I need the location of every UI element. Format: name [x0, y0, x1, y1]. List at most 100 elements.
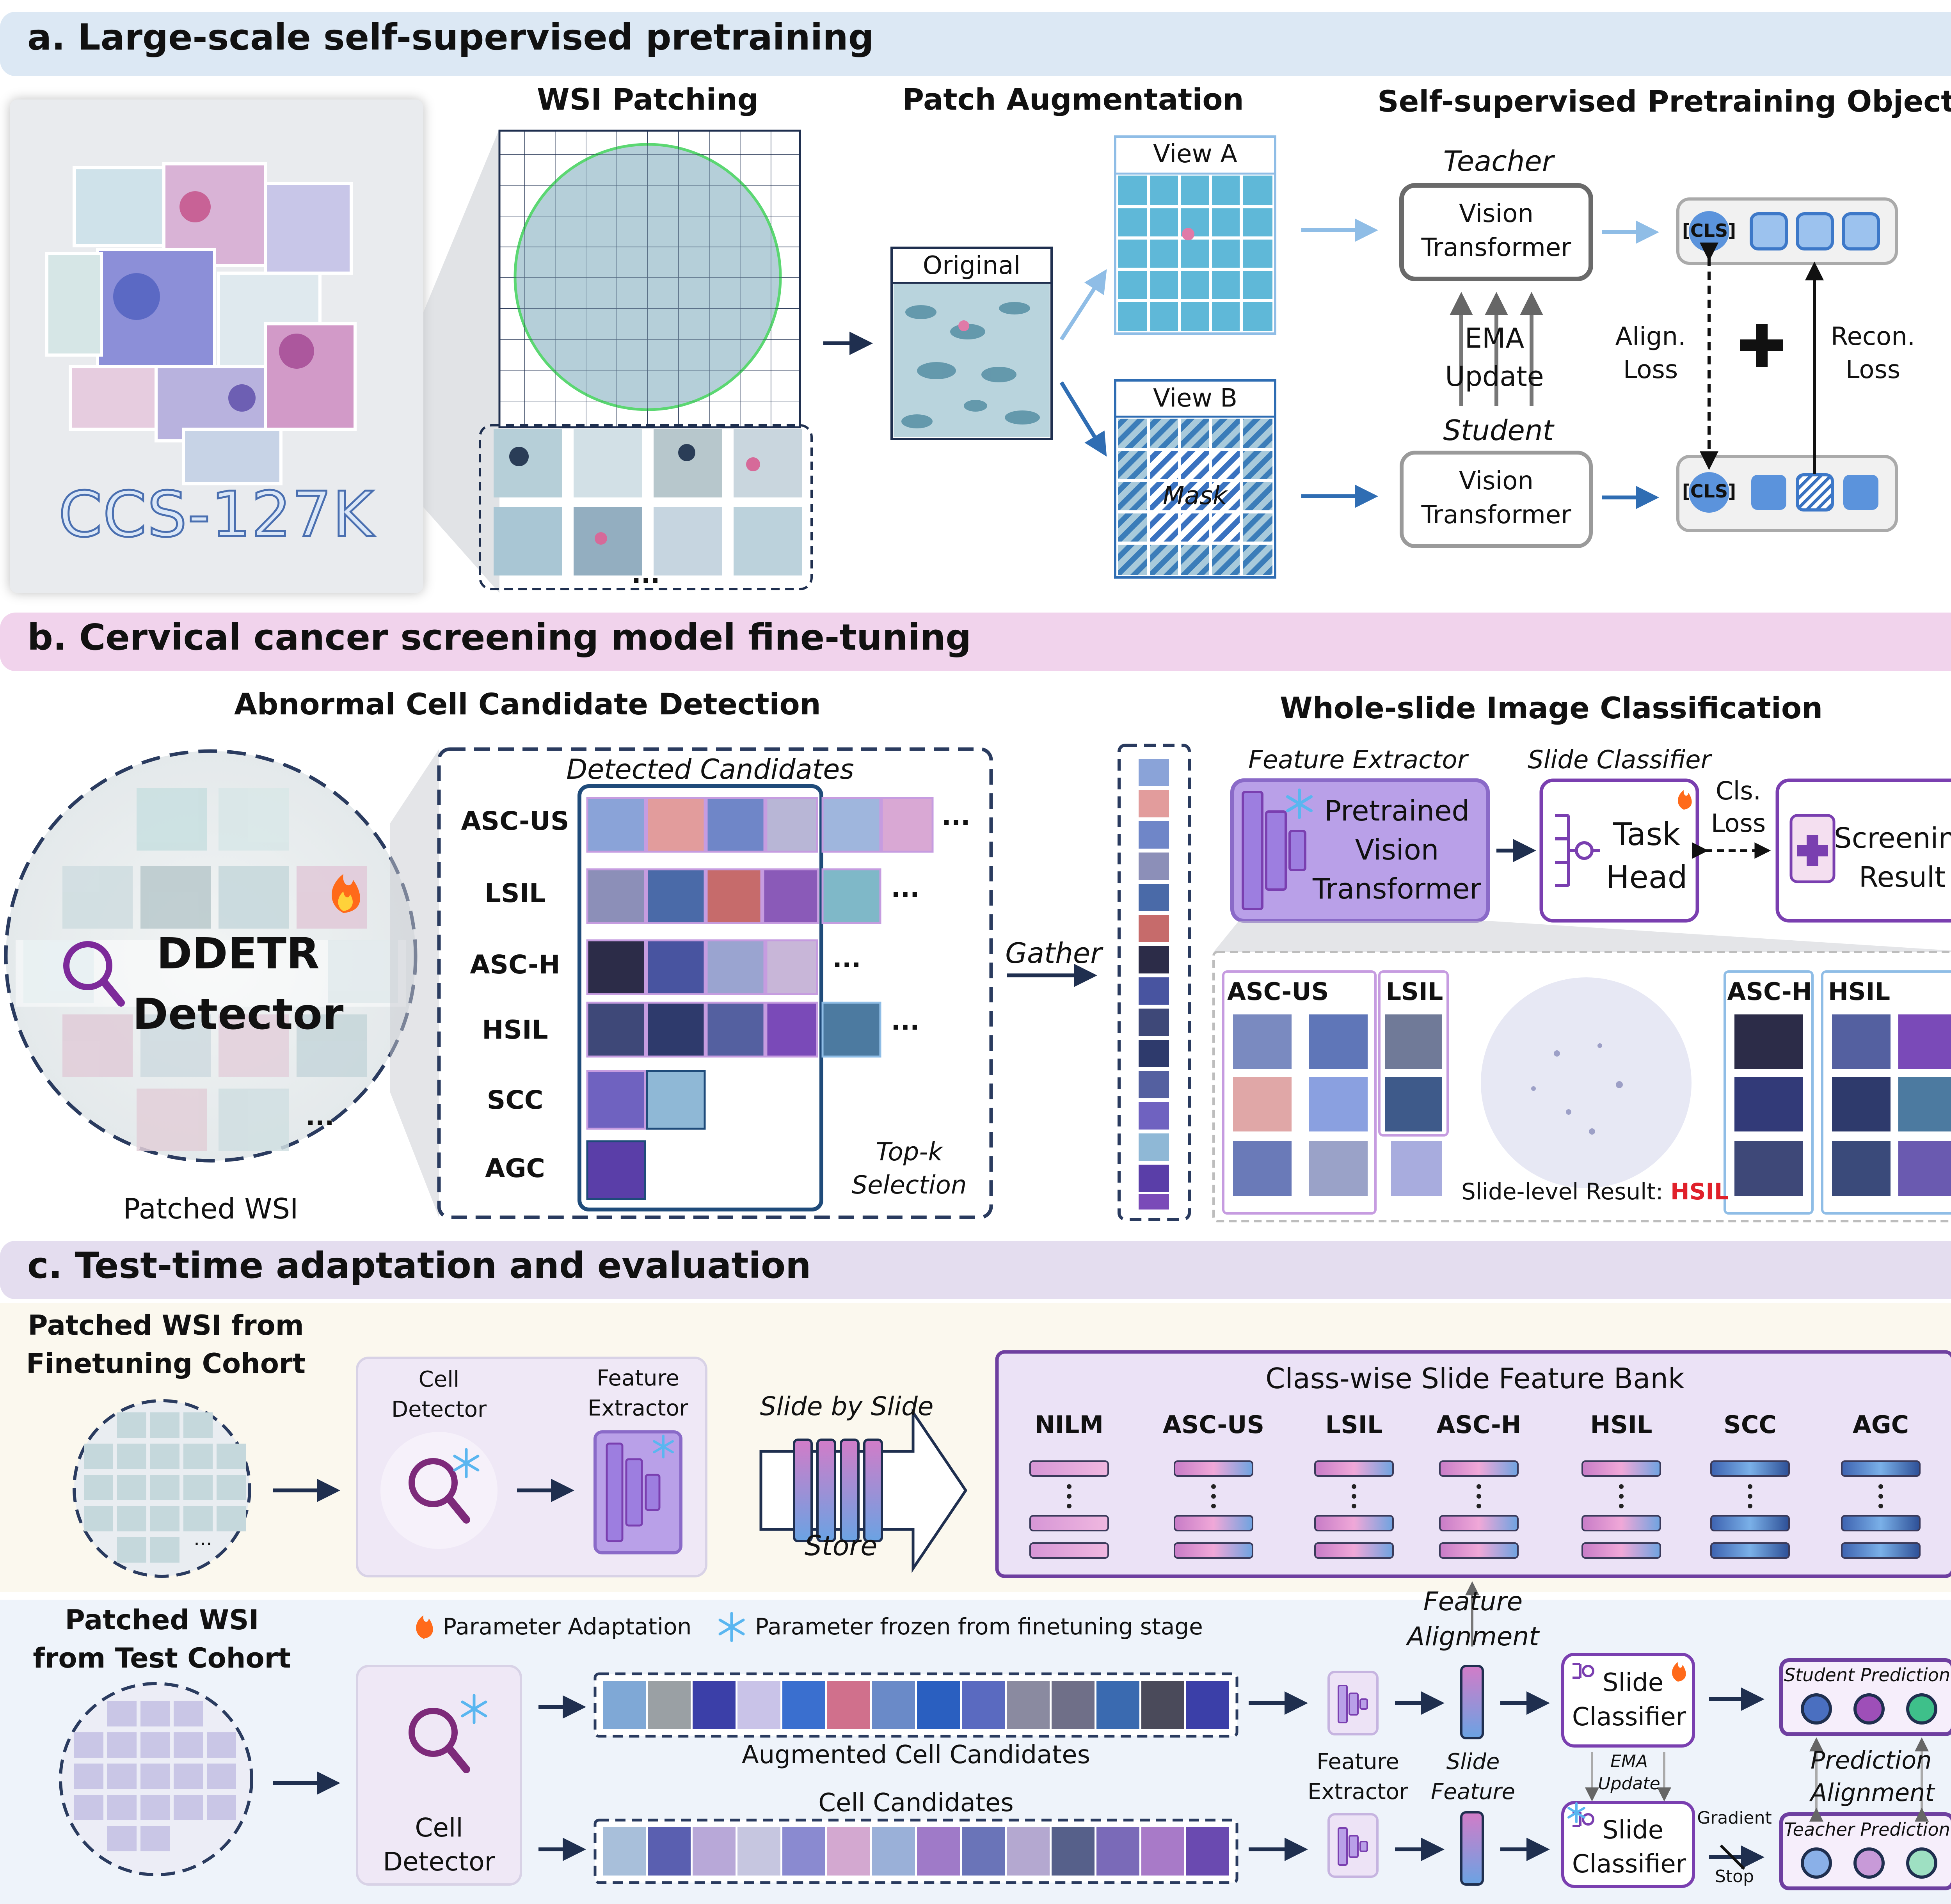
teacher-label: Teacher	[1443, 145, 1554, 178]
ema-line2: Update	[1445, 361, 1544, 393]
screening-line1: Screening	[1834, 822, 1951, 854]
original-label: Original	[922, 251, 1021, 280]
class-label-lsil: LSIL	[484, 878, 546, 908]
class-label-asc-us: ASC-US	[461, 806, 569, 836]
task-head-line2: Head	[1606, 859, 1688, 895]
example-label-lsil: LSIL	[1386, 977, 1443, 1006]
row-ellipsis-hsil: ...	[891, 1007, 920, 1036]
recon-loss-line2: Loss	[1845, 355, 1901, 384]
student-prediction-label: Student Prediction	[1784, 1664, 1951, 1686]
slide-by-slide-label: Slide by Slide	[760, 1391, 934, 1421]
topk-line2: Selection	[851, 1171, 967, 1200]
cell-candidates-label: Cell Candidates	[818, 1789, 1014, 1817]
class-label-hsil: HSIL	[482, 1015, 548, 1045]
bank-class-nilm: NILM	[1034, 1410, 1104, 1439]
pred-align-line2: Alignment	[1811, 1778, 1935, 1807]
gather-label: Gather	[1005, 937, 1102, 970]
fe-test-line2: Extractor	[1308, 1779, 1408, 1805]
patched-wsi-label: Patched WSI	[123, 1192, 299, 1225]
finetune-cohort-line2: Finetuning Cohort	[26, 1348, 306, 1380]
augmented-candidates-label: Augmented Cell Candidates	[741, 1741, 1091, 1769]
pred-align-line1: Prediction	[1811, 1746, 1932, 1774]
student-cls-line1: Slide	[1602, 1668, 1664, 1697]
section-b-band	[0, 613, 1951, 671]
detector-line2: Detector	[132, 989, 344, 1039]
detection-title: Abnormal Cell Candidate Detection	[234, 687, 821, 721]
class-label-asc-h: ASC-H	[470, 950, 560, 980]
slide-feature-line1: Slide	[1446, 1749, 1500, 1774]
tree-icon-student	[1573, 1663, 1594, 1679]
ft-feature-extractor-line1: Feature	[597, 1366, 679, 1391]
task-head-line1: Task	[1613, 816, 1681, 853]
row-ellipsis-lsil: ...	[891, 874, 920, 903]
teacher-cls-line1: Slide	[1602, 1816, 1664, 1845]
bank-class-lsil: LSIL	[1325, 1410, 1383, 1439]
augmented-cells	[603, 1681, 1229, 1729]
row-ellipsis-asc-h: ...	[832, 945, 861, 973]
example-label-asc-us: ASC-US	[1227, 977, 1329, 1006]
dataset-label: CCS-127K	[57, 477, 375, 552]
snowflake-icon-fe-ft	[653, 1435, 674, 1458]
align-loss-line2: Loss	[1623, 355, 1678, 384]
test-cell-detector-line2: Detector	[383, 1847, 495, 1877]
wsi-patching-title: WSI Patching	[537, 82, 759, 117]
fe-test-line1: Feature	[1317, 1749, 1399, 1774]
topk-line1: Top-k	[876, 1138, 943, 1167]
bank-bars	[1029, 1460, 1921, 1559]
finetune-tiles	[84, 1412, 246, 1563]
snowflake-icon-fe	[1286, 789, 1313, 819]
cls-loss-line1: Cls.	[1715, 777, 1761, 806]
candidate-cells	[586, 797, 934, 1200]
example-cells	[1233, 1014, 1951, 1196]
detected-candidates-label: Detected Candidates	[566, 753, 854, 785]
student-cls-token: [CLS]	[1682, 481, 1736, 502]
bank-title: Class-wise Slide Feature Bank	[1265, 1362, 1684, 1395]
gathered-cells	[1139, 759, 1169, 1210]
snowflake-icon-detector-ft	[453, 1448, 480, 1478]
slide-feature-line2: Feature	[1431, 1779, 1515, 1805]
mask-label: Mask	[1163, 481, 1227, 510]
legend-frozen: Parameter frozen from finetuning stage	[755, 1613, 1203, 1640]
ema-update-line2: Update	[1598, 1774, 1660, 1794]
wsi-grid	[498, 130, 801, 428]
teacher-vit-line1: Vision	[1459, 199, 1533, 228]
slide-classifier-label: Slide Classifier	[1528, 746, 1711, 774]
snowflake-icon-teacher-cls	[1567, 1802, 1585, 1823]
pretrained-line1: Pretrained	[1324, 794, 1470, 827]
recon-loss-line1: Recon.	[1830, 322, 1915, 351]
gradient-stop-line1: Gradient	[1697, 1808, 1772, 1828]
teacher-cls-token: [CLS]	[1682, 220, 1736, 241]
objectives-title: Self-supervised Pretraining Objectives	[1377, 84, 1951, 119]
patch-aug-title: Patch Augmentation	[902, 82, 1244, 117]
example-label-hsil: HSIL	[1828, 977, 1891, 1006]
ft-feature-extractor-line2: Extractor	[588, 1396, 688, 1421]
plain-cells	[603, 1827, 1229, 1876]
slide-level-result: Slide-level Result: HSIL	[1461, 1178, 1729, 1205]
finetune-cohort-line1: Patched WSI from	[28, 1309, 304, 1341]
bank-class-agc: AGC	[1852, 1410, 1909, 1439]
detector-ellipsis: ...	[306, 1103, 334, 1131]
snowflake-icon-legend	[718, 1612, 745, 1642]
class-label-agc: AGC	[485, 1153, 545, 1183]
student-cls-line2: Classifier	[1572, 1703, 1686, 1732]
ft-cell-detector-line1: Cell	[418, 1367, 460, 1392]
teacher-prediction-label: Teacher Prediction	[1784, 1819, 1950, 1840]
section-c-band	[0, 1241, 1951, 1299]
teacher-vit-line2: Transformer	[1421, 233, 1571, 262]
feature-alignment-line1: Feature	[1423, 1586, 1523, 1616]
section-a-band	[0, 12, 1951, 76]
section-a-title: a. Large-scale self-supervised pretraini…	[27, 16, 874, 58]
section-c-title: c. Test-time adaptation and evaluation	[27, 1245, 811, 1286]
pretrained-line2: Vision	[1355, 833, 1439, 866]
tree-icon-task	[1555, 814, 1600, 887]
slide-result-value: HSIL	[1670, 1178, 1729, 1205]
ft-cell-detector-line2: Detector	[391, 1397, 487, 1422]
cls-loss-line2: Loss	[1711, 809, 1766, 838]
feature-extractor-label: Feature Extractor	[1248, 746, 1468, 774]
slide-result-label: Slide-level Result:	[1461, 1178, 1671, 1205]
align-loss-line1: Align.	[1615, 322, 1686, 351]
snowflake-icon-detector-test	[461, 1694, 487, 1724]
